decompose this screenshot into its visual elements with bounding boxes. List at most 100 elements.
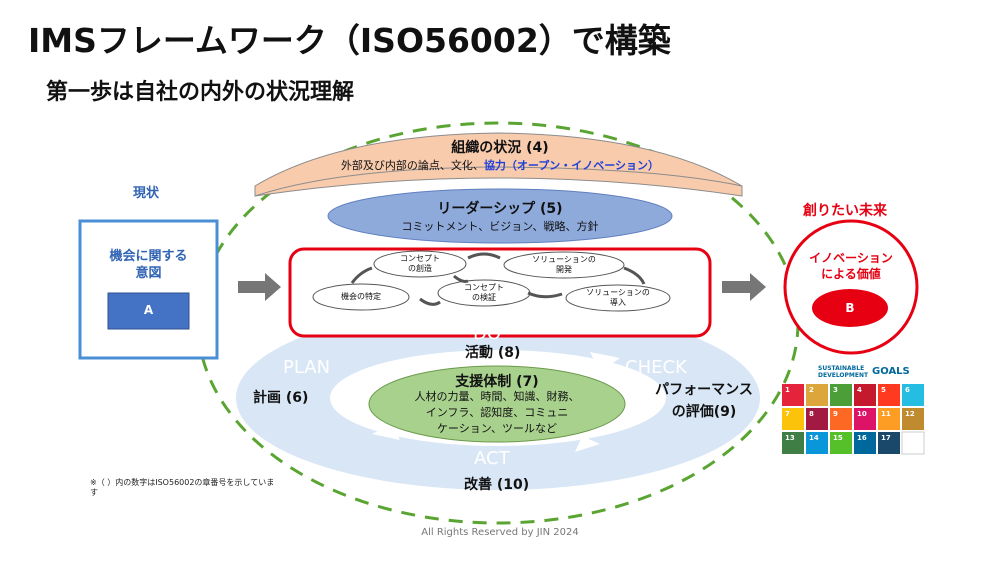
step-arrow-4 (527, 291, 563, 299)
future-state-label-line2: による価値 (821, 267, 881, 281)
arrow-left-to-process (238, 273, 281, 301)
step-ellipse-2 (373, 250, 467, 278)
page-title: IMSフレームワーク（ISO56002）で構築 (28, 21, 671, 60)
step-label-4-line2: 開発 (556, 265, 572, 274)
footnote: ※（ ）内の数字はISO56002の章番号を示していま す (90, 478, 340, 498)
sdg-tile-logo (901, 431, 925, 455)
sdg-tile-16 (854, 432, 876, 454)
step-label-1: 機会の特定 (313, 292, 409, 302)
context-detail-plain: 外部及び内部の論点、文化、 (340, 159, 484, 172)
current-state-letter: A (143, 303, 154, 317)
support-detail-line3: ケーション、ツールなど (436, 422, 558, 435)
sdg-tile-number-12: 12 (905, 410, 915, 418)
step-label-1-line1: 機会の特定 (341, 292, 381, 301)
step-label-5-line1: ソリューションの (586, 288, 650, 297)
cycle-label-check: パフォーマンス の評価(9) (636, 379, 772, 423)
sdg-tile-1 (782, 384, 804, 406)
cycle-arrow-plan (372, 424, 400, 440)
sdgs-logo-line2: DEVELOPMENT (818, 372, 869, 379)
future-state-heading: 創りたい未来 (803, 203, 887, 219)
sdg-tile-8 (806, 408, 828, 430)
sdg-tile-11 (878, 408, 900, 430)
current-state-a-box (107, 292, 190, 330)
sdg-tile-10 (854, 408, 876, 430)
sdg-tile-number-13: 13 (785, 434, 795, 442)
current-state-label-line1: 機会に関する (109, 249, 188, 264)
support-heading: 支援体制 (7) (455, 374, 539, 390)
sdg-tile-number-1: 1 (785, 386, 790, 394)
sdg-tile-number-10: 10 (857, 410, 867, 418)
sdg-tile-number-5: 5 (881, 386, 886, 394)
step-label-3-line2: の検証 (472, 293, 496, 302)
cycle-word-plan: PLAN (283, 357, 331, 378)
future-state-b-oval (812, 289, 888, 327)
sdg-tile-13 (782, 432, 804, 454)
step-label-5-line2: 導入 (610, 298, 626, 307)
footnote-line1: ※（ ）内の数字はISO56002の章番号を示していま (90, 478, 275, 487)
future-state-label-line1: イノベーション (809, 251, 893, 265)
step-label-2-line1: コンセプト (400, 254, 440, 263)
cycle-word-act: ACT (474, 448, 510, 469)
sdg-tile-2 (806, 384, 828, 406)
cycle-label-plan: 計画 (6) (253, 390, 309, 406)
sdg-tile-number-16: 16 (857, 434, 867, 442)
support-detail: 人材の力量、時間、知識、財務、 インフラ、認知度、コミュニ ケーション、ツールな… (392, 389, 602, 437)
page-subtitle: 第一歩は自社の内外の状況理解 (46, 80, 355, 105)
sdg-tile-number-8: 8 (809, 410, 814, 418)
cycle-label-check-line1: パフォーマンス (655, 382, 753, 398)
arrow-process-to-future (722, 273, 766, 301)
step-ellipse-5 (565, 284, 671, 312)
sdg-tile-14 (806, 432, 828, 454)
step-arrow-5 (623, 266, 646, 285)
sdgs-logo-line1: SUSTAINABLE (818, 365, 865, 372)
step-label-4: ソリューションの 開発 (504, 255, 624, 275)
sdg-tile-5 (878, 384, 900, 406)
sdg-tile-number-15: 15 (833, 434, 843, 442)
context-detail-highlight: 協力（オープン・イノベーション） (483, 159, 660, 172)
cycle-label-check-line2: の評価(9) (671, 404, 737, 420)
sdg-tile-4 (854, 384, 876, 406)
future-state-circle (783, 219, 919, 355)
step-label-4-line1: ソリューションの (532, 255, 596, 264)
copyright: All Rights Reserved by JIN 2024 (421, 527, 579, 538)
sdg-tile-12 (902, 408, 924, 430)
support-detail-line2: インフラ、認知度、コミュニ (425, 406, 569, 419)
sdg-tile-number-6: 6 (905, 386, 910, 394)
step-arrow-3 (467, 252, 501, 260)
sdg-tile-17 (878, 432, 900, 454)
sdgs-logo-word: GOALS (872, 366, 910, 377)
current-state-label-line2: 意図 (135, 266, 162, 281)
sdg-tile-15 (830, 432, 852, 454)
context-heading: 組織の状況 (4) (451, 140, 549, 156)
leadership-ellipse (327, 188, 673, 244)
step-arrow-2 (453, 274, 469, 283)
sdg-tile-number-14: 14 (809, 434, 819, 442)
cycle-word-do: DO (473, 323, 502, 344)
sdg-tile-number-17: 17 (881, 434, 891, 442)
sdg-tile-number-11: 11 (881, 410, 891, 418)
sdgs-logo: SUSTAINABLE DEVELOPMENT (818, 365, 928, 379)
cycle-arrow-do (590, 352, 620, 372)
leadership-detail: コミットメント、ビジョン、戦略、方針 (401, 220, 599, 233)
cycle-arrow-act (575, 436, 600, 452)
step-arrow-1 (350, 266, 373, 284)
sdg-tile-number-7: 7 (785, 410, 790, 418)
context-detail: 外部及び内部の論点、文化、協力（オープン・イノベーション） (300, 157, 700, 173)
step-label-3-line1: コンセプト (464, 283, 504, 292)
step-label-2: コンセプト の創造 (374, 254, 466, 274)
step-ellipse-4 (503, 251, 625, 279)
sdg-tile-number-3: 3 (833, 386, 838, 394)
step-label-3: コンセプト の検証 (438, 283, 530, 303)
current-state-label: 機会に関する 意図 (82, 248, 215, 282)
sdg-tile-number-4: 4 (857, 386, 862, 394)
step-ellipse-1 (312, 283, 410, 311)
step-label-2-line2: の創造 (408, 264, 432, 273)
current-state-box (78, 219, 219, 360)
support-ellipse (368, 365, 626, 443)
sdg-tile-9 (830, 408, 852, 430)
sdg-tile-3 (830, 384, 852, 406)
step-arrow-6 (419, 297, 441, 306)
step-label-5: ソリューションの 導入 (566, 288, 670, 308)
